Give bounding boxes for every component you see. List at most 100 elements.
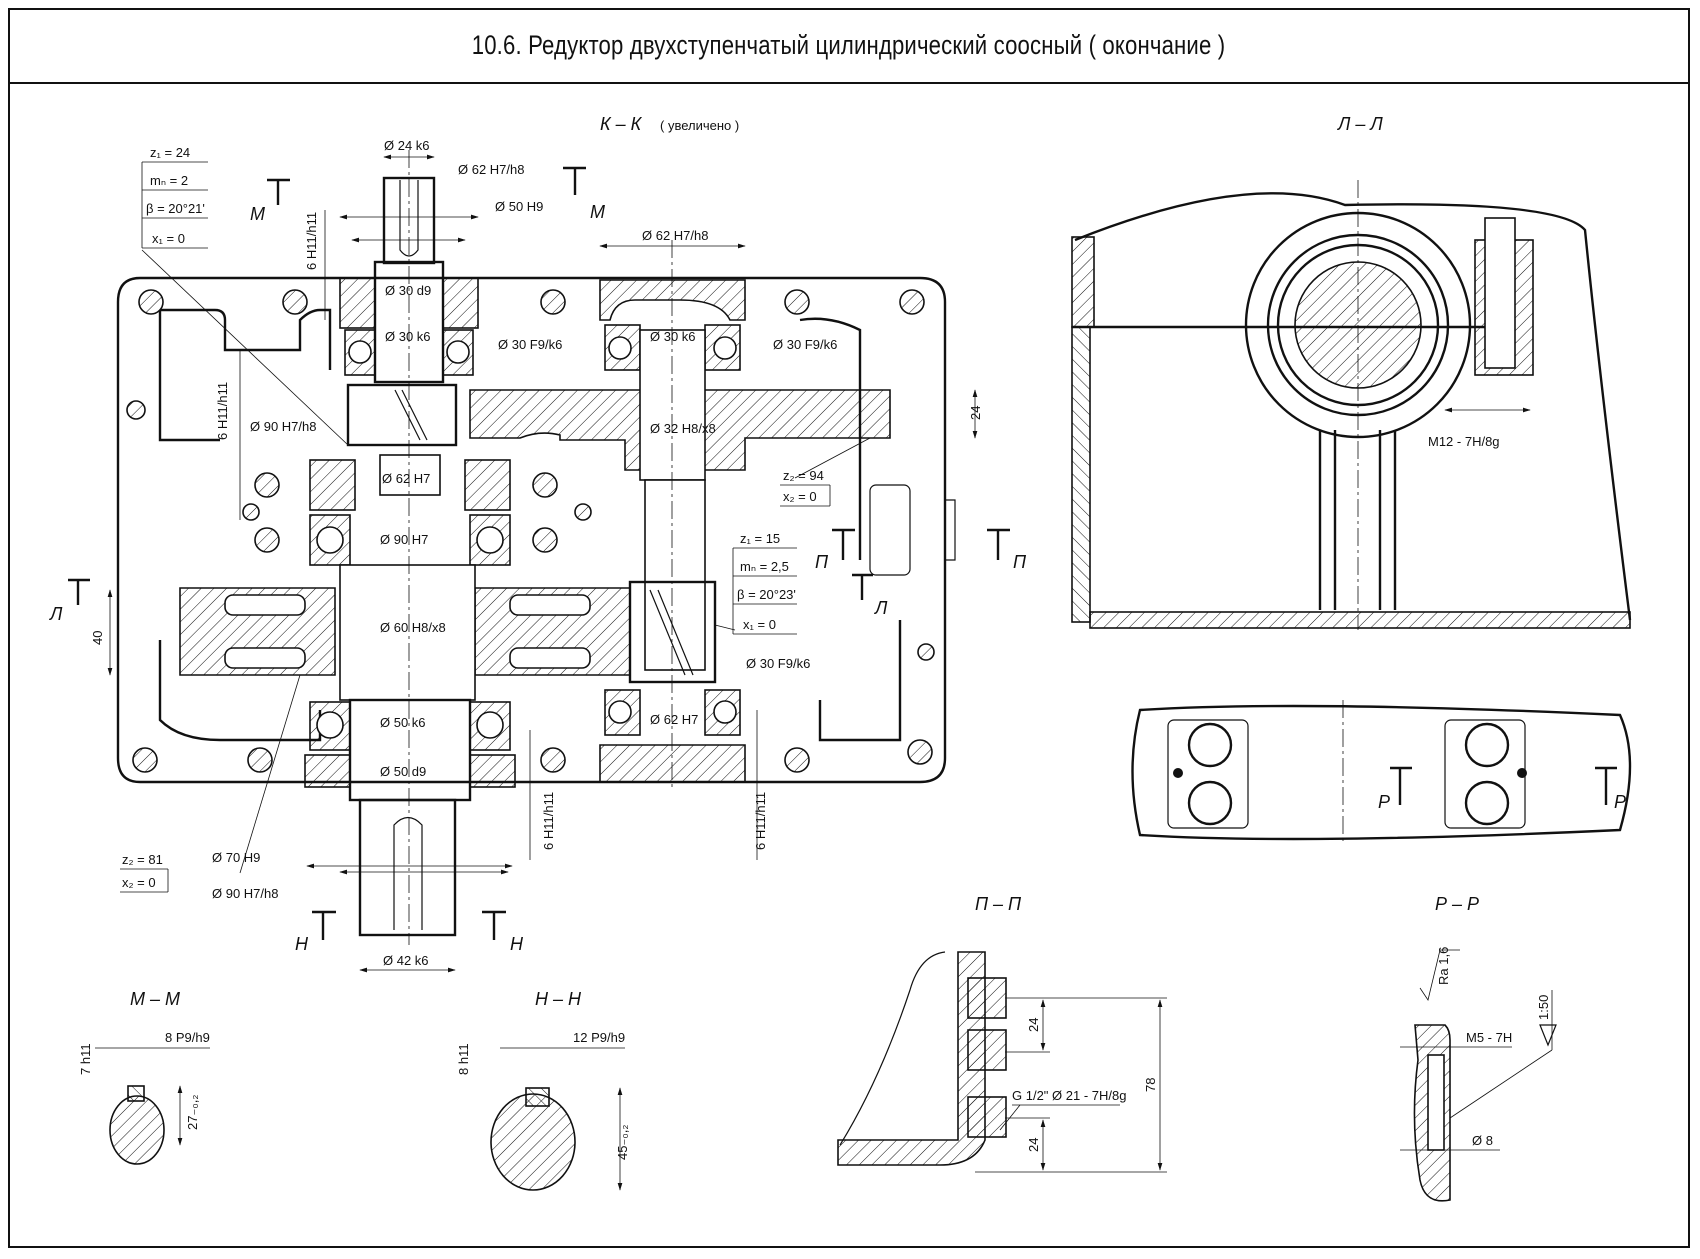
taper-pin — [1427, 1054, 1445, 1151]
bearing-ball — [316, 711, 344, 739]
bolt-hole — [784, 289, 810, 315]
boss-right — [1444, 719, 1526, 829]
dim-d90h7h8-bottom: Ø 90 H7/h8 — [212, 886, 279, 901]
bearing-ball — [608, 336, 632, 360]
dim-d90h7h8: Ø 90 H7/h8 — [250, 419, 317, 434]
plan-outline — [1131, 704, 1632, 841]
housing-wall-left — [1071, 326, 1091, 623]
section-rr: Р – Р Ra 1,6 M5 - 7H Ø 8 1:50 — [1400, 894, 1557, 1202]
housing-contour-pp — [839, 951, 946, 1146]
shaft-sleeve — [379, 454, 441, 496]
section-mark-l: Л — [874, 598, 888, 618]
shaft-section-hh — [490, 1093, 576, 1191]
gear-param: mₙ = 2 — [150, 173, 188, 188]
dim-h6-right: 6 H11/h11 — [753, 792, 768, 850]
section-mark-p: П — [1013, 552, 1027, 572]
bolt-hole — [532, 527, 558, 553]
output-shaft-hub — [339, 564, 476, 701]
dim-d8: Ø 8 — [1472, 1133, 1493, 1148]
plug — [967, 977, 1007, 1019]
dim-width-40: 40 — [90, 631, 105, 645]
dim-d42k6: Ø 42 k6 — [383, 953, 429, 968]
gear-param: β = 20°21' — [146, 201, 205, 216]
dim-h6-bottom: 6 H11/h11 — [541, 792, 556, 850]
gear-table-1-top: z₁ = 24 mₙ = 2 β = 20°21' x₁ = 0 — [141, 145, 208, 249]
section-mark-r — [1595, 766, 1617, 805]
intermediate-shaft — [639, 329, 706, 481]
housing-contour — [1074, 192, 1632, 621]
bearing-ball — [446, 340, 470, 364]
section-mark-p: П — [815, 552, 829, 572]
thread-m5: M5 - 7H — [1466, 1030, 1512, 1045]
main-view-kk: К – К ( увеличено ) — [49, 114, 1027, 973]
dowel-pin — [1517, 768, 1527, 778]
dim-d30k6-right: Ø 30 k6 — [650, 329, 696, 344]
taper-symbol — [1539, 1024, 1557, 1047]
housing-rib — [1318, 430, 1397, 610]
dim-d62h7-right: Ø 62 H7 — [650, 712, 698, 727]
gear-param: z₁ = 24 — [150, 145, 190, 160]
dim-45: 45₋₀,₂ — [615, 1125, 630, 1160]
keyway-output — [393, 816, 423, 930]
dim-24: 24 — [1026, 1018, 1041, 1032]
dimension-lines — [107, 154, 978, 973]
dim-78: 78 — [1143, 1078, 1158, 1092]
dim-d24k6: Ø 24 k6 — [384, 138, 430, 153]
boss-left — [1167, 719, 1249, 829]
bolt-hole — [540, 289, 566, 315]
intermediate-shaft-lower — [644, 479, 706, 671]
bolt-m12 — [1484, 217, 1516, 369]
page-title: 10.6. Редуктор двухступенчатый цилиндрич… — [472, 29, 1226, 60]
output-shaft-end — [358, 798, 457, 937]
view-note-enlarged: ( увеличено ) — [660, 118, 739, 133]
gear-param: z₂ = 94 — [783, 468, 824, 483]
view-label-kk: К – К — [600, 114, 643, 134]
gear-web-cut — [509, 594, 591, 616]
bolt-hole — [917, 643, 935, 661]
dim-d30k6-left: Ø 30 k6 — [385, 329, 431, 344]
housing-outline — [116, 276, 947, 784]
nut — [1464, 722, 1510, 768]
gear-table-1-bottom: z₁ = 15 mₙ = 2,5 β = 20°23' x₁ = 0 — [732, 531, 797, 635]
bolt-hole — [574, 503, 592, 521]
gear-param: β = 20°23' — [737, 587, 796, 602]
thread-g12: G 1/2" Ø 21 - 7H/8g — [1012, 1088, 1126, 1103]
drain-plug — [945, 499, 956, 561]
dim-d30f9k6-top: Ø 30 F9/k6 — [498, 337, 562, 352]
section-ll: Л – Л M12 - 7H/8g — [1071, 114, 1632, 630]
dim-24: 24 — [1026, 1138, 1041, 1152]
oil-drain-boss — [869, 484, 911, 576]
thread-m12: M12 - 7H/8g — [1428, 434, 1500, 449]
bolt-hole — [242, 503, 260, 521]
bolt-hole — [126, 400, 146, 420]
helix-line — [394, 389, 421, 441]
housing-wall-pp — [837, 951, 986, 1166]
bolt-holes — [126, 289, 935, 773]
section-hh: Н – Н 12 P9/h9 8 h11 45₋₀,₂ — [456, 989, 630, 1191]
bolt-hole — [282, 289, 308, 315]
gear-param: x₁ = 0 — [152, 231, 185, 246]
gear-web-cut — [224, 647, 306, 669]
plan-view: Р Р — [1131, 700, 1632, 845]
gear-param: z₂ = 81 — [122, 852, 163, 867]
pinion-1 — [346, 383, 458, 447]
roughness-ra: Ra 1,6 — [1436, 947, 1451, 985]
section-mark-r-label: Р — [1378, 792, 1390, 812]
bearing-ball — [608, 700, 632, 724]
bolt-hole — [532, 472, 558, 498]
gear-param: x₁ = 0 — [743, 617, 776, 632]
dim-d30d9: Ø 30 d9 — [385, 283, 431, 298]
view-label-pp: П – П — [975, 894, 1022, 914]
nut — [1187, 780, 1233, 826]
section-markers: М М Л Н Н П П Л — [49, 166, 1027, 954]
dim-d60h8x8: Ø 60 H8/x8 — [380, 620, 446, 635]
dim-d30f9k6-bottom: Ø 30 F9/k6 — [746, 656, 810, 671]
drawing-frame — [8, 8, 1690, 1248]
dowel-pin — [1173, 768, 1183, 778]
view-label-mm: М – М — [130, 989, 180, 1009]
end-cap-right — [599, 279, 746, 321]
bearing-ball — [316, 526, 344, 554]
gear-table-2-bottom: z₂ = 81 x₂ = 0 — [120, 852, 169, 893]
dim-d62h7-left: Ø 62 H7 — [382, 471, 430, 486]
